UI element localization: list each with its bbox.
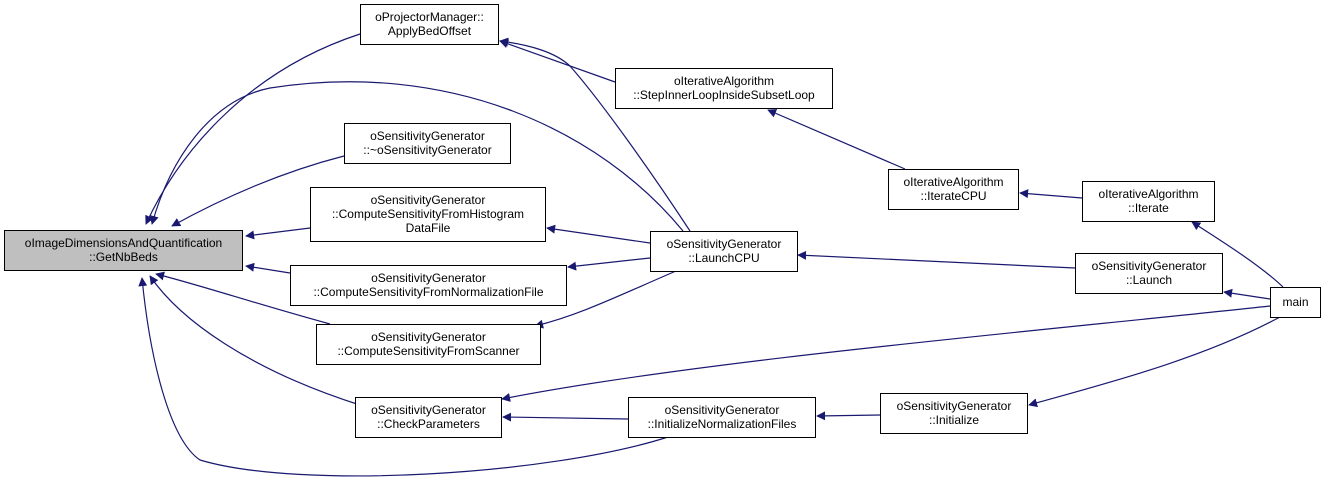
edge-launchcpu-to-fromscanner bbox=[534, 270, 677, 329]
node-label-stepinner-line-1: ::StepInnerLoopInsideSubsetLoop bbox=[633, 88, 815, 102]
edge-launchcpu-to-fromnorm bbox=[567, 257, 651, 271]
node-box-iteratecpu bbox=[888, 169, 1019, 210]
edge-checkparams-to-getnbbeds bbox=[149, 275, 361, 406]
node-label-launch-line-1: ::Launch bbox=[1126, 273, 1172, 287]
node-getnbbeds[interactable]: oImageDimensionsAndQuantification::GetNb… bbox=[4, 230, 243, 271]
node-box-dtor bbox=[344, 123, 511, 164]
node-label-iterate-line-1: ::Iterate bbox=[1128, 201, 1169, 215]
edge-fromscanner-to-getnbbeds bbox=[155, 271, 331, 325]
nodes-layer: oImageDimensionsAndQuantification::GetNb… bbox=[4, 4, 1321, 438]
node-box-stepinner bbox=[615, 68, 833, 109]
node-box-initialize bbox=[880, 393, 1028, 434]
node-label-dtor-line-1: ::~oSensitivityGenerator bbox=[363, 143, 491, 157]
node-label-applybedoffset-line-1: ApplyBedOffset bbox=[388, 24, 472, 38]
node-label-getnbbeds-line-1: ::GetNbBeds bbox=[89, 250, 158, 264]
node-label-stepinner-line-0: oIterativeAlgorithm bbox=[674, 74, 774, 88]
node-applybedoffset[interactable]: oProjectorManager::ApplyBedOffset bbox=[360, 4, 499, 45]
node-box-checkparams bbox=[355, 397, 502, 438]
node-label-main-line-0: main bbox=[1282, 295, 1308, 309]
edge-launchcpu-to-fromhist bbox=[546, 224, 651, 244]
node-initialize[interactable]: oSensitivityGenerator::Initialize bbox=[880, 393, 1028, 434]
node-checkparams[interactable]: oSensitivityGenerator::CheckParameters bbox=[355, 397, 502, 438]
node-label-fromhist-line-2: DataFile bbox=[406, 221, 451, 235]
edge-main-to-initialize bbox=[1028, 316, 1281, 408]
node-label-initialize-line-0: oSensitivityGenerator bbox=[897, 399, 1012, 413]
node-label-initialize-line-1: ::Initialize bbox=[929, 413, 979, 427]
edge-launchcpu-to-applybedoffset bbox=[499, 37, 691, 232]
node-box-launch bbox=[1075, 253, 1223, 294]
node-label-iteratecpu-line-0: oIterativeAlgorithm bbox=[903, 175, 1003, 189]
edge-fromhist-to-getnbbeds bbox=[245, 227, 311, 240]
node-box-applybedoffset bbox=[360, 4, 499, 45]
node-label-fromscanner-line-1: ::ComputeSensitivityFromScanner bbox=[337, 344, 519, 358]
edge-initnorm-to-checkparams bbox=[502, 412, 629, 422]
node-label-getnbbeds-line-0: oImageDimensionsAndQuantification bbox=[25, 236, 222, 250]
node-label-launchcpu-line-1: ::LaunchCPU bbox=[688, 251, 759, 265]
node-launch[interactable]: oSensitivityGenerator::Launch bbox=[1075, 253, 1223, 294]
edge-launchcpu-to-getnbbeds bbox=[149, 81, 684, 232]
node-label-applybedoffset-line-0: oProjectorManager:: bbox=[375, 10, 484, 24]
node-launchcpu[interactable]: oSensitivityGenerator::LaunchCPU bbox=[650, 231, 798, 272]
node-label-fromscanner-line-0: oSensitivityGenerator bbox=[371, 330, 486, 344]
node-box-iterate bbox=[1082, 181, 1215, 222]
node-label-initnorm-line-1: ::InitializeNormalizationFiles bbox=[648, 417, 797, 431]
node-label-fromhist-line-0: oSensitivityGenerator bbox=[371, 193, 486, 207]
node-label-launch-line-0: oSensitivityGenerator bbox=[1092, 259, 1207, 273]
node-iterate[interactable]: oIterativeAlgorithm::Iterate bbox=[1082, 181, 1215, 222]
edge-iterate-to-iteratecpu bbox=[1019, 189, 1083, 199]
node-label-launchcpu-line-0: oSensitivityGenerator bbox=[667, 237, 782, 251]
node-fromhist[interactable]: oSensitivityGenerator::ComputeSensitivit… bbox=[310, 187, 546, 242]
edge-main-to-launch bbox=[1223, 288, 1271, 300]
node-dtor[interactable]: oSensitivityGenerator::~oSensitivityGene… bbox=[344, 123, 511, 164]
edge-stepinner-to-applybedoffset bbox=[499, 39, 616, 83]
node-label-checkparams-line-1: ::CheckParameters bbox=[377, 417, 480, 431]
node-box-main bbox=[1270, 287, 1321, 318]
node-box-fromhist bbox=[310, 187, 546, 242]
node-label-initnorm-line-0: oSensitivityGenerator bbox=[665, 403, 780, 417]
edge-main-to-iterate bbox=[1191, 221, 1284, 288]
node-label-iterate-line-0: oIterativeAlgorithm bbox=[1098, 187, 1198, 201]
edge-dtor-to-getnbbeds bbox=[171, 155, 345, 227]
node-label-checkparams-line-0: oSensitivityGenerator bbox=[371, 403, 486, 417]
node-box-initnorm bbox=[628, 397, 816, 438]
node-box-fromscanner bbox=[316, 324, 541, 365]
node-iteratecpu[interactable]: oIterativeAlgorithm::IterateCPU bbox=[888, 169, 1019, 210]
node-initnorm[interactable]: oSensitivityGenerator::InitializeNormali… bbox=[628, 397, 816, 438]
edge-initnorm-to-getnbbeds bbox=[138, 277, 669, 477]
edge-main-to-checkparams bbox=[501, 305, 1271, 402]
node-box-getnbbeds bbox=[4, 230, 243, 271]
edges-layer bbox=[138, 33, 1284, 477]
node-fromscanner[interactable]: oSensitivityGenerator::ComputeSensitivit… bbox=[316, 324, 541, 365]
node-box-fromnorm bbox=[290, 265, 567, 306]
edge-initialize-to-initnorm bbox=[816, 411, 881, 421]
node-label-fromhist-line-1: ::ComputeSensitivityFromHistogram bbox=[332, 207, 524, 221]
node-fromnorm[interactable]: oSensitivityGenerator::ComputeSensitivit… bbox=[290, 265, 567, 306]
node-stepinner[interactable]: oIterativeAlgorithm::StepInnerLoopInside… bbox=[615, 68, 833, 109]
node-label-iteratecpu-line-1: ::IterateCPU bbox=[920, 189, 986, 203]
edge-iteratecpu-to-stepinner bbox=[767, 109, 906, 170]
node-label-fromnorm-line-0: oSensitivityGenerator bbox=[371, 271, 486, 285]
node-label-dtor-line-0: oSensitivityGenerator bbox=[370, 129, 485, 143]
node-label-fromnorm-line-1: ::ComputeSensitivityFromNormalizationFil… bbox=[313, 285, 543, 299]
node-main[interactable]: main bbox=[1270, 287, 1321, 318]
node-box-launchcpu bbox=[650, 231, 798, 272]
edge-fromnorm-to-getnbbeds bbox=[245, 262, 291, 274]
edge-launch-to-launchcpu bbox=[797, 250, 1076, 269]
